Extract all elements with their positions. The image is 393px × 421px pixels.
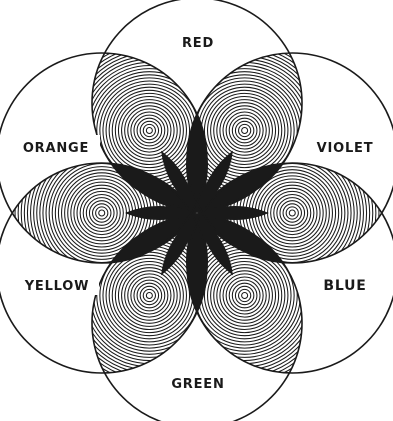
label-orange: ORANGE xyxy=(23,141,89,156)
label-violet: VIOLET xyxy=(317,141,374,156)
label-yellow: YELLOW xyxy=(24,279,90,294)
label-red: RED xyxy=(182,36,214,51)
label-blue: BLUE xyxy=(323,278,366,294)
label-green: GREEN xyxy=(171,377,224,392)
